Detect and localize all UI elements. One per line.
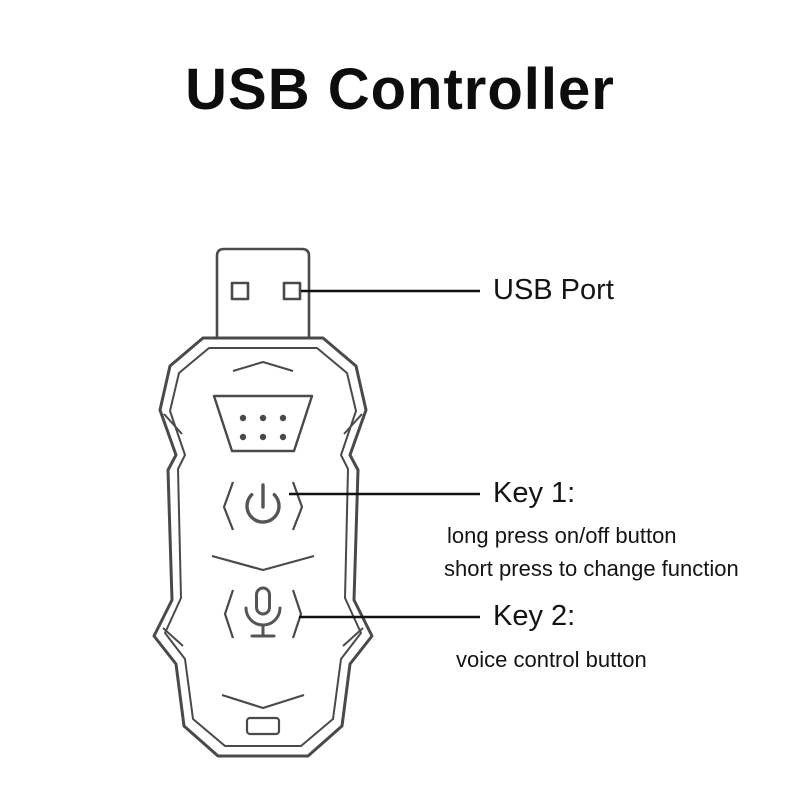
key1-description-line2: short press to change function (444, 556, 739, 581)
usb-plug-icon (215, 247, 311, 338)
microphone-icon (244, 586, 282, 638)
device-body (152, 336, 374, 758)
page-title: USB Controller (185, 57, 615, 122)
led-indicators (212, 394, 314, 453)
key1-label: Key 1: (493, 477, 576, 509)
usb-contact-left (230, 281, 250, 301)
power-icon (245, 483, 281, 524)
bottom-accents (221, 693, 305, 736)
key2-description-line1: voice control button (456, 647, 647, 672)
usb-contact-right (282, 281, 302, 301)
usb-port-label: USB Port (493, 274, 614, 306)
section-divider (211, 554, 315, 572)
key1-button (222, 481, 304, 531)
key2-label: Key 2: (493, 600, 576, 632)
key2-button (223, 589, 303, 639)
key1-description-line1: long press on/off button (447, 523, 677, 548)
